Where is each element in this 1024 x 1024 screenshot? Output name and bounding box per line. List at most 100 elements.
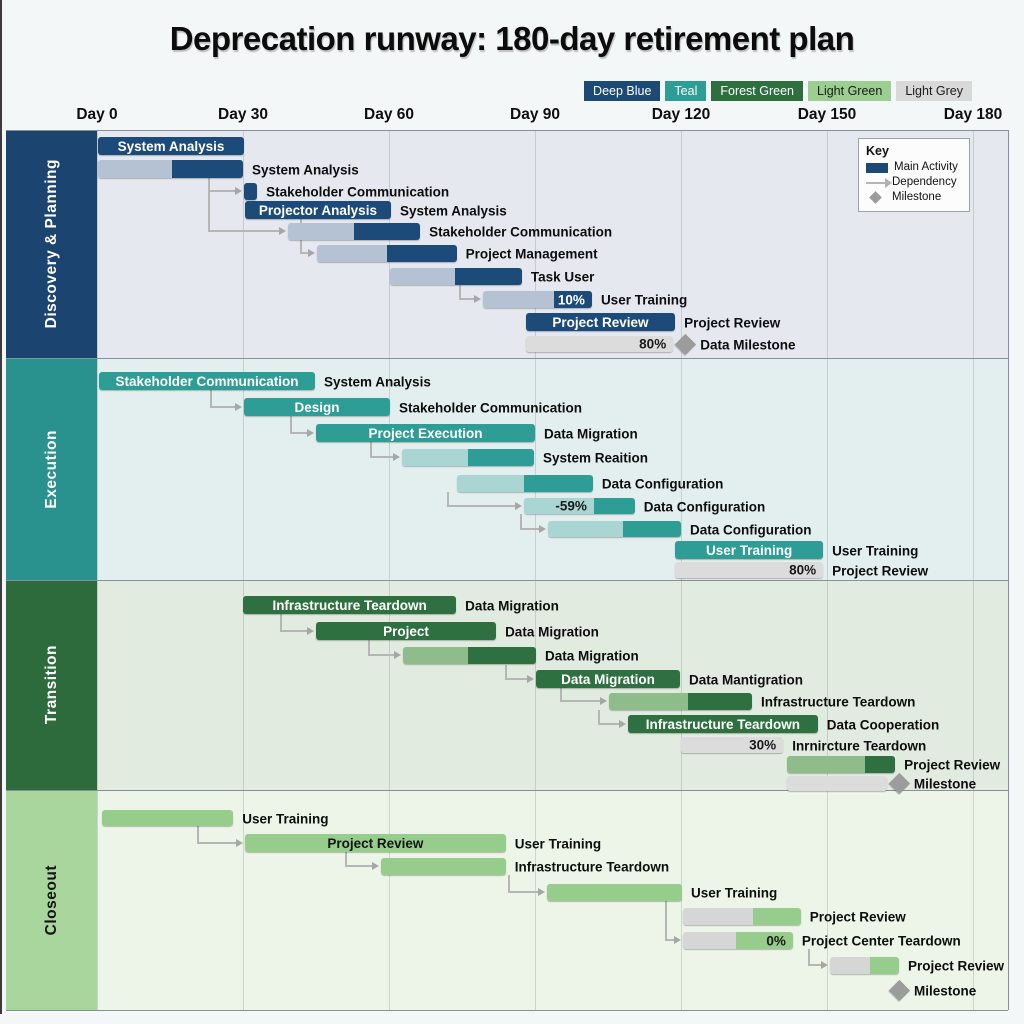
gantt-bar[interactable]: Project bbox=[316, 622, 497, 640]
dependency-connector bbox=[197, 826, 199, 843]
bar-segment bbox=[244, 834, 506, 852]
gantt-bar[interactable] bbox=[681, 737, 784, 753]
bar-segment bbox=[593, 498, 635, 514]
task-label: Project Review bbox=[908, 958, 1005, 974]
phase-band-discovery-planning: Discovery & Planning bbox=[6, 130, 97, 358]
dependency-arrowhead-icon bbox=[307, 626, 314, 635]
legend-key-milestone: Milestone bbox=[866, 190, 962, 205]
gantt-bar[interactable]: Projector Analysis bbox=[244, 201, 391, 219]
gantt-bar[interactable] bbox=[402, 449, 534, 466]
dependency-connector bbox=[459, 285, 461, 299]
bar-inner-label: System Analysis bbox=[117, 138, 225, 154]
gantt-bar[interactable] bbox=[243, 183, 258, 200]
dependency-arrowhead-icon bbox=[307, 428, 314, 437]
bar-segment bbox=[386, 245, 457, 262]
gantt-bar[interactable] bbox=[457, 475, 593, 492]
task-label: Data Configuration bbox=[690, 522, 812, 537]
gantt-bar[interactable] bbox=[787, 756, 896, 773]
gantt-bar[interactable] bbox=[403, 647, 536, 664]
dependency-arrowhead-icon bbox=[515, 501, 522, 510]
dependency-connector bbox=[508, 875, 510, 892]
bar-segment bbox=[243, 596, 457, 614]
dependency-connector bbox=[520, 514, 522, 529]
gantt-bar[interactable]: Design bbox=[243, 398, 390, 416]
gantt-bar[interactable] bbox=[381, 858, 506, 875]
section-divider-3 bbox=[6, 790, 1008, 791]
bar-segment bbox=[403, 647, 468, 664]
gantt-bar[interactable]: Project Review bbox=[525, 313, 676, 331]
gantt-bar[interactable]: User Training bbox=[675, 541, 824, 559]
bar-segment bbox=[287, 223, 354, 240]
color-chip-light-grey: Light Grey bbox=[896, 81, 972, 101]
dependency-connector bbox=[808, 949, 810, 965]
bar-segment bbox=[467, 647, 536, 664]
gantt-bar[interactable]: Data Migration bbox=[535, 670, 681, 688]
gantt-bar[interactable] bbox=[287, 223, 421, 240]
section-divider-1 bbox=[6, 358, 1008, 359]
task-label: Infrastructure Teardown bbox=[514, 859, 670, 875]
gantt-bar[interactable] bbox=[548, 521, 681, 537]
gantt-bar[interactable] bbox=[682, 908, 801, 925]
bar-inner-label: Infrastructure Teardown bbox=[272, 597, 427, 613]
grid-line-day-180 bbox=[973, 130, 974, 1010]
color-chip-teal: Teal bbox=[665, 81, 707, 101]
gantt-bar[interactable]: Project Execution bbox=[316, 424, 535, 442]
gantt-bar[interactable] bbox=[547, 884, 682, 901]
gantt-bar[interactable]: Infrastructure Teardown bbox=[243, 596, 457, 614]
bar-segment bbox=[623, 521, 681, 537]
section-execution bbox=[97, 358, 1008, 580]
axis-tick-day-0: Day 0 bbox=[76, 106, 118, 123]
bar-segment bbox=[381, 858, 506, 875]
gantt-bar[interactable]: System Analysis bbox=[97, 137, 244, 155]
dependency-connector bbox=[508, 891, 539, 893]
bar-segment bbox=[467, 449, 534, 466]
dependency-arrowhead-icon bbox=[236, 838, 243, 847]
phase-band-execution: Execution bbox=[6, 358, 97, 580]
axis-tick-day-150: Day 150 bbox=[797, 106, 857, 123]
bar-segment bbox=[675, 541, 824, 559]
bar-segment bbox=[525, 336, 674, 352]
gantt-bar[interactable] bbox=[523, 498, 635, 514]
gantt-bar[interactable] bbox=[316, 245, 457, 262]
task-label: Data Configuration bbox=[643, 499, 766, 514]
dependency-arrowhead-icon bbox=[674, 935, 681, 944]
dependency-connector bbox=[808, 964, 822, 966]
dependency-connector bbox=[197, 842, 237, 844]
bar-segment bbox=[608, 693, 688, 710]
gantt-bar[interactable]: Infrastructure Teardown bbox=[627, 715, 818, 733]
dependency-connector bbox=[598, 710, 600, 724]
dependency-connector bbox=[290, 432, 308, 434]
left-edge-strip bbox=[0, 0, 2, 1014]
bar-segment bbox=[864, 756, 896, 773]
milestone-diamond-icon bbox=[869, 191, 882, 204]
bar-segment bbox=[548, 521, 624, 537]
dependency-connector bbox=[208, 190, 236, 192]
gantt-bar[interactable] bbox=[829, 957, 899, 974]
gantt-bar[interactable] bbox=[675, 562, 824, 578]
dependency-connector bbox=[520, 528, 540, 530]
dependency-connector bbox=[345, 865, 373, 867]
progress-percent-label: 0% bbox=[766, 933, 786, 948]
gantt-bar[interactable]: Project Review bbox=[244, 834, 506, 852]
gantt-bar[interactable] bbox=[389, 268, 522, 285]
bar-inner-label: Data Migration bbox=[561, 671, 655, 687]
phase-label-execution: Execution bbox=[42, 429, 60, 509]
dependency-connector bbox=[210, 406, 236, 408]
gantt-bar[interactable]: Stakeholder Communication bbox=[98, 372, 316, 390]
dependency-arrowhead-icon bbox=[539, 524, 546, 533]
legend-key-main-activity: Main Activity bbox=[866, 160, 962, 175]
gantt-bar[interactable] bbox=[787, 776, 887, 791]
gantt-bar[interactable] bbox=[97, 160, 243, 178]
grid-line-day-60 bbox=[389, 130, 390, 1010]
gantt-bar[interactable] bbox=[525, 336, 674, 352]
gantt-bar[interactable] bbox=[682, 932, 793, 949]
task-label: Project Management bbox=[465, 246, 598, 262]
gantt-bar[interactable] bbox=[482, 291, 592, 308]
task-label: Project Review bbox=[904, 757, 1001, 773]
task-label: User Training bbox=[690, 885, 778, 901]
dependency-connector bbox=[368, 640, 370, 655]
gantt-bar[interactable] bbox=[101, 810, 234, 826]
gantt-bar[interactable] bbox=[608, 693, 753, 710]
